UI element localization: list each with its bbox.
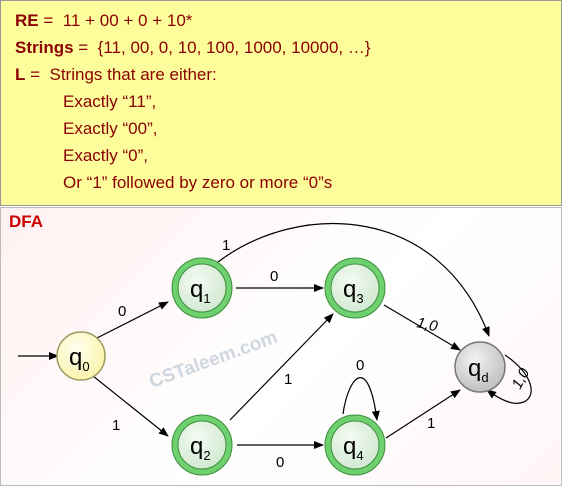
transition-edge <box>92 375 169 437</box>
edge-label: 1 <box>284 371 292 388</box>
svg-text:qd: qd <box>468 355 489 385</box>
transition-edge <box>92 301 169 341</box>
re-value: 11 + 00 + 0 + 10* <box>62 11 193 30</box>
svg-text:q0: q0 <box>69 344 90 374</box>
dfa-title: DFA <box>9 212 43 231</box>
svg-text:q3: q3 <box>343 276 364 306</box>
edge-label: 0 <box>276 454 284 471</box>
self-loop-edge <box>342 377 380 421</box>
edge-label: 0 <box>270 268 278 285</box>
watermark: CSTaleem.com <box>147 327 281 393</box>
edge-label: 0 <box>118 303 126 320</box>
edge-label: 1 <box>427 415 435 432</box>
state-qd: qd <box>454 341 506 393</box>
language-line: L = Strings that are either: <box>15 65 217 84</box>
state-q4: q4 <box>324 414 386 476</box>
language-label: L <box>15 65 26 84</box>
self-loop-edge <box>486 354 532 404</box>
re-label: RE <box>15 11 39 30</box>
edge-label: 0 <box>356 357 364 374</box>
edge-label: 1,0 <box>509 365 534 392</box>
edge-label: 1,0 <box>415 314 440 335</box>
transition-edge <box>229 313 334 421</box>
case-item: Exactly “0”, <box>63 146 149 165</box>
edge-label: 1 <box>112 417 120 434</box>
re-line: RE = 11 + 00 + 0 + 10* <box>15 11 193 30</box>
state-q2: q2 <box>171 414 233 476</box>
case-item: Exactly “00”, <box>63 119 158 138</box>
transition-edge <box>217 222 490 337</box>
state-q1: q1 <box>171 257 233 319</box>
strings-label: Strings <box>15 38 74 57</box>
edge-label: 1 <box>222 237 230 254</box>
case-item: Or “1” followed by zero or more “0”s <box>63 173 333 192</box>
transition-edge <box>385 389 461 439</box>
strings-value: {11, 00, 0, 10, 100, 1000, 10000, …} <box>97 38 371 57</box>
svg-text:q4: q4 <box>343 433 364 463</box>
regex-panel: RE = 11 + 00 + 0 + 10* Strings = {11, 00… <box>0 0 562 206</box>
strings-line: Strings = {11, 00, 0, 10, 100, 1000, 100… <box>15 38 371 57</box>
case-item: Exactly “11”, <box>63 92 157 111</box>
language-value: Strings that are either: <box>49 65 217 84</box>
svg-text:q1: q1 <box>190 276 211 306</box>
state-q3: q3 <box>324 257 386 319</box>
state-q0: q0 <box>56 331 106 381</box>
transition-edge <box>383 304 461 351</box>
svg-text:q2: q2 <box>190 433 211 463</box>
